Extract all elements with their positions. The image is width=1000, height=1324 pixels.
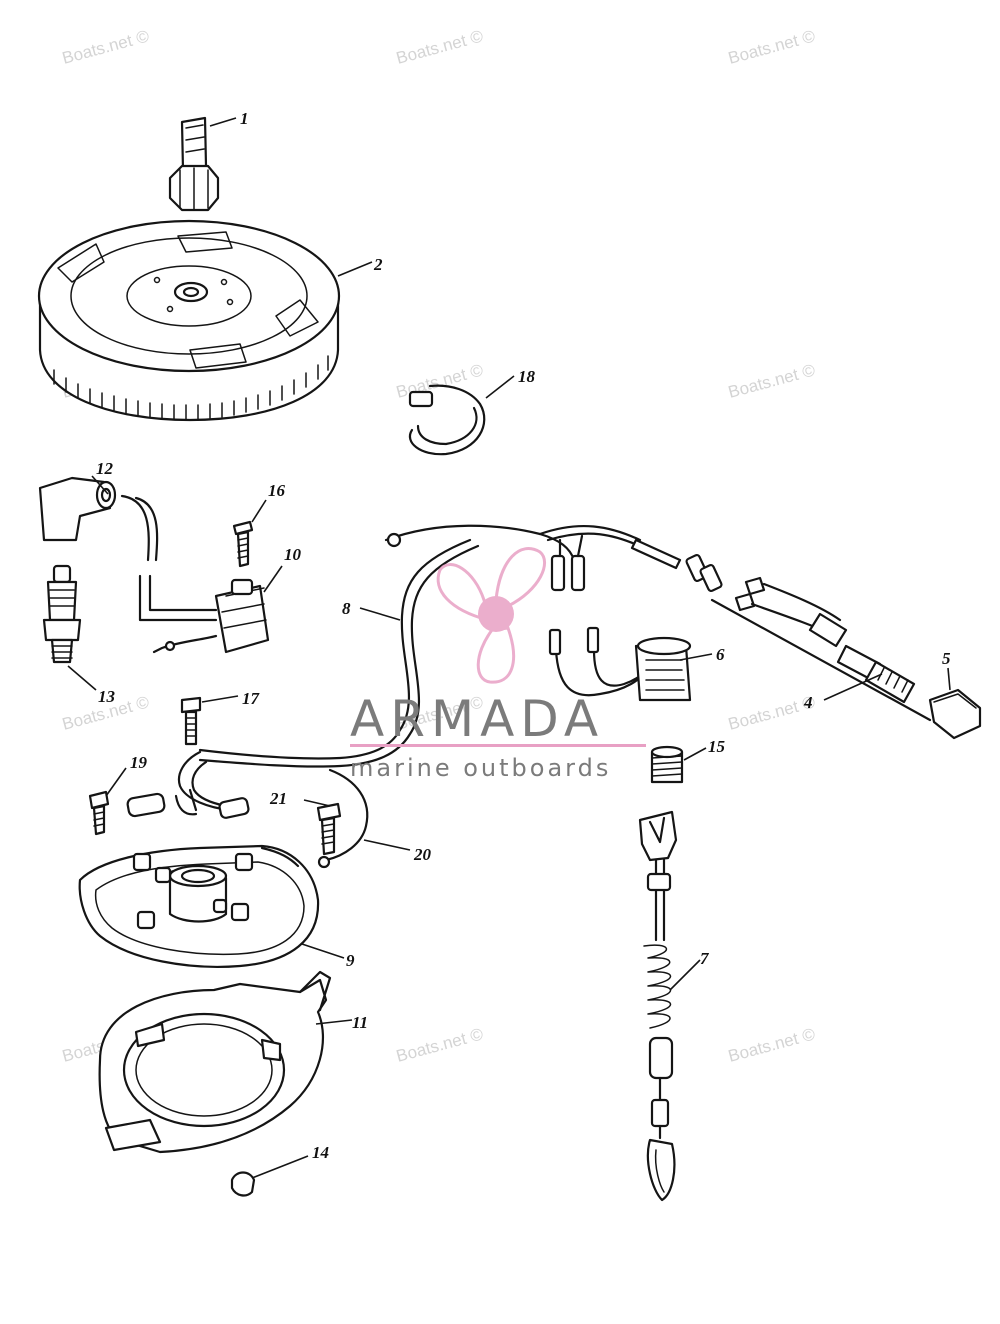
- watermark: Boats.net ©: [726, 26, 817, 68]
- callout-4: 4: [803, 693, 813, 712]
- callout-7: 7: [700, 949, 710, 968]
- part-13-spark-plug: [42, 564, 82, 664]
- part-6-stop-switch: [548, 626, 692, 702]
- callout-labels: 1 2 4 5 6 7 8 9 10 11 12 13 14 15 16 17 …: [96, 109, 951, 1162]
- watermark: Boats.net ©: [394, 1024, 485, 1066]
- part-20-lead-harness: [126, 750, 369, 869]
- part-11-trigger-plate: [98, 970, 332, 1154]
- callout-5: 5: [942, 649, 951, 668]
- callout-11: 11: [352, 1013, 368, 1032]
- callout-6: 6: [716, 645, 725, 664]
- callout-16: 16: [268, 481, 286, 500]
- brand-tagline: marine outboards: [350, 754, 611, 782]
- part-18-clamp: [408, 384, 486, 456]
- part-7-lanyard: [638, 810, 678, 1202]
- part-5-cap: [928, 688, 982, 740]
- watermark: Boats.net ©: [726, 360, 817, 402]
- part-10-ignition-coil: [152, 578, 270, 654]
- callout-15: 15: [708, 737, 726, 756]
- callout-9: 9: [346, 951, 355, 970]
- brand-logo: ARMADA marine outboards: [350, 547, 646, 782]
- part-15-spring: [650, 745, 684, 784]
- watermark: Boats.net ©: [394, 26, 485, 68]
- callout-8: 8: [342, 599, 351, 618]
- part-1-flywheel-nut: [168, 116, 220, 212]
- callout-13: 13: [98, 687, 116, 706]
- callout-18: 18: [518, 367, 536, 386]
- part-19-bolt: [88, 790, 110, 836]
- brand-divider: [350, 744, 646, 747]
- part-4-key-switch: [710, 576, 932, 722]
- callout-19: 19: [130, 753, 148, 772]
- part-14-woodruff-key: [230, 1171, 256, 1197]
- watermark: Boats.net ©: [726, 1024, 817, 1066]
- callout-14: 14: [312, 1143, 329, 1162]
- part-21-bolt: [316, 802, 342, 856]
- callout-leaders: [67, 117, 951, 1179]
- callout-17: 17: [242, 689, 261, 708]
- part-16-screw: [232, 520, 254, 568]
- part-2-flywheel: [37, 219, 341, 422]
- watermark: Boats.net ©: [60, 26, 151, 68]
- propeller-icon: [436, 547, 546, 684]
- callout-21: 21: [269, 789, 287, 808]
- part-17-bolt: [180, 696, 202, 746]
- brand-name: ARMADA: [350, 690, 604, 748]
- part-9-stator-plate: [78, 844, 320, 968]
- callout-1: 1: [240, 109, 249, 128]
- part-12-spark-plug-boot: [38, 476, 218, 622]
- callout-2: 2: [373, 255, 383, 274]
- flywheel-ring-gear-teeth: [53, 355, 329, 420]
- callout-20: 20: [413, 845, 432, 864]
- callout-12: 12: [96, 459, 114, 478]
- part-8-wire-harness: [198, 524, 723, 768]
- callout-10: 10: [284, 545, 302, 564]
